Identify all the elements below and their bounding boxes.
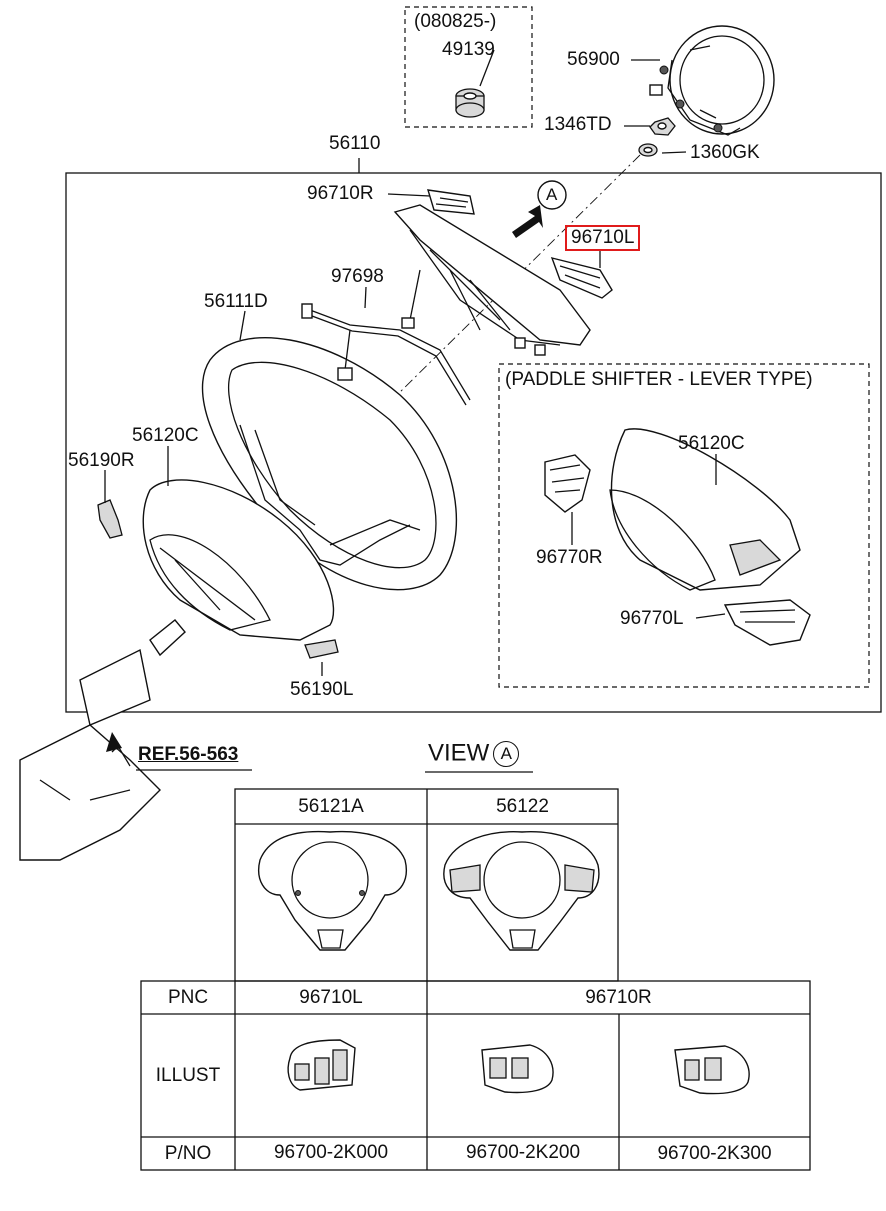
date-code-box (404, 6, 533, 128)
switch-96710l-drawing (550, 257, 613, 299)
row-header-pno: P/NO (164, 1142, 212, 1164)
washer-1360gk-drawing (638, 143, 658, 157)
pnc-96710l: 96710L (299, 986, 363, 1008)
label-56900: 56900 (567, 49, 620, 70)
airbag-module-drawing (649, 25, 775, 136)
clip-56190l-drawing (304, 639, 339, 659)
nut-49139-drawing (455, 88, 485, 118)
label-56120c: 56120C (132, 425, 199, 446)
callout-a-circle (537, 180, 567, 210)
bolt-1346td-drawing (649, 117, 676, 136)
steering-column-drawing (19, 619, 186, 861)
switch-96710r-drawing (427, 189, 475, 215)
paddle-96770l-drawing (723, 599, 811, 646)
callout-a-letter: A (546, 185, 558, 204)
label-ref-56-563: REF.56-563 (138, 744, 239, 765)
row-header-pnc: PNC (167, 986, 209, 1008)
row-header-illust: ILLUST (155, 1064, 221, 1086)
lower-cover-drawing (142, 479, 335, 641)
paddle-96770r-drawing (544, 454, 591, 513)
label-date-code: (080825-) (414, 11, 497, 32)
main-frame (65, 172, 882, 713)
label-1360gk: 1360GK (690, 142, 760, 163)
label-56111d: 56111D (204, 291, 268, 312)
label-97698: 97698 (331, 266, 384, 287)
clip-56190r-drawing (97, 499, 123, 539)
cover-56121a-illustration (258, 830, 407, 951)
view-header-56122: 56122 (496, 795, 549, 817)
pnc-96710r: 96710R (585, 986, 652, 1008)
label-1346td: 1346TD (544, 114, 612, 135)
view-arrow-icon (512, 205, 543, 238)
label-49139: 49139 (442, 39, 495, 60)
switch-table-grid (140, 980, 811, 1171)
view-header-56121a: 56121A (298, 795, 364, 817)
part-number-96700-2k200: 96700-2K200 (465, 1141, 581, 1163)
wiring-harness-97698-drawing (301, 269, 471, 406)
label-56190l: 56190L (290, 679, 354, 700)
paddle-cover-drawing (609, 428, 801, 591)
label-paddle-shifter-title: (PADDLE SHIFTER - LEVER TYPE) (505, 369, 813, 390)
label-96710r: 96710R (307, 183, 374, 204)
label-96770r: 96770R (536, 547, 603, 568)
leader-lines (104, 49, 726, 676)
paddle-shifter-box (498, 363, 870, 688)
view-letter-circle: A (493, 741, 520, 767)
label-96770l: 96770L (620, 608, 684, 629)
switch-illustration-96700-2k300 (674, 1045, 750, 1095)
label-56110: 56110 (329, 133, 381, 154)
part-number-96700-2k300: 96700-2K300 (657, 1142, 772, 1164)
upper-cover-drawing (393, 204, 591, 356)
switch-illustration-96700-2k200 (481, 1044, 554, 1094)
cover-56122-illustration (443, 831, 600, 951)
view-word: VIEW (428, 739, 490, 767)
label-56190r: 56190R (68, 450, 135, 471)
part-number-96700-2k000: 96700-2K000 (273, 1141, 389, 1163)
label-96710l: 96710L (565, 225, 641, 251)
label-56120c-paddle: 56120C (678, 433, 745, 454)
switch-illustration-96700-2k000 (287, 1039, 356, 1091)
